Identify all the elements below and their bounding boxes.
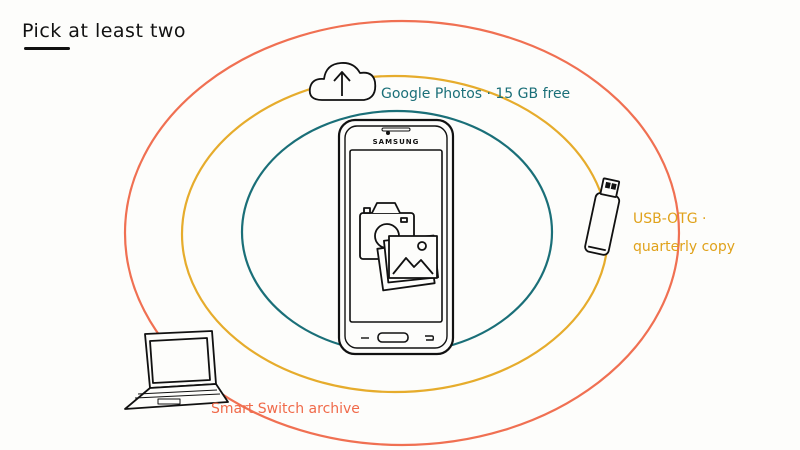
smart-switch-label: Smart Switch archive: [211, 401, 360, 417]
google-photos-label: Google Photos · 15 GB free: [381, 86, 571, 102]
gallery-icon: [376, 234, 439, 292]
usb-otg-label-line1: USB-OTG ·: [633, 211, 707, 227]
outer-ring: [123, 19, 681, 447]
phone-brand: SAMSUNG: [373, 138, 420, 146]
usb-drive-icon: [584, 177, 621, 256]
usb-otg-label-line2: quarterly copy: [633, 239, 736, 255]
laptop-icon: [124, 330, 229, 410]
title-underline: [24, 47, 70, 50]
page-title: Pick at least two: [22, 20, 187, 42]
usb-otg-label: USB-OTG · quarterly copy: [633, 205, 735, 261]
cloud-upload-icon: [308, 62, 377, 101]
